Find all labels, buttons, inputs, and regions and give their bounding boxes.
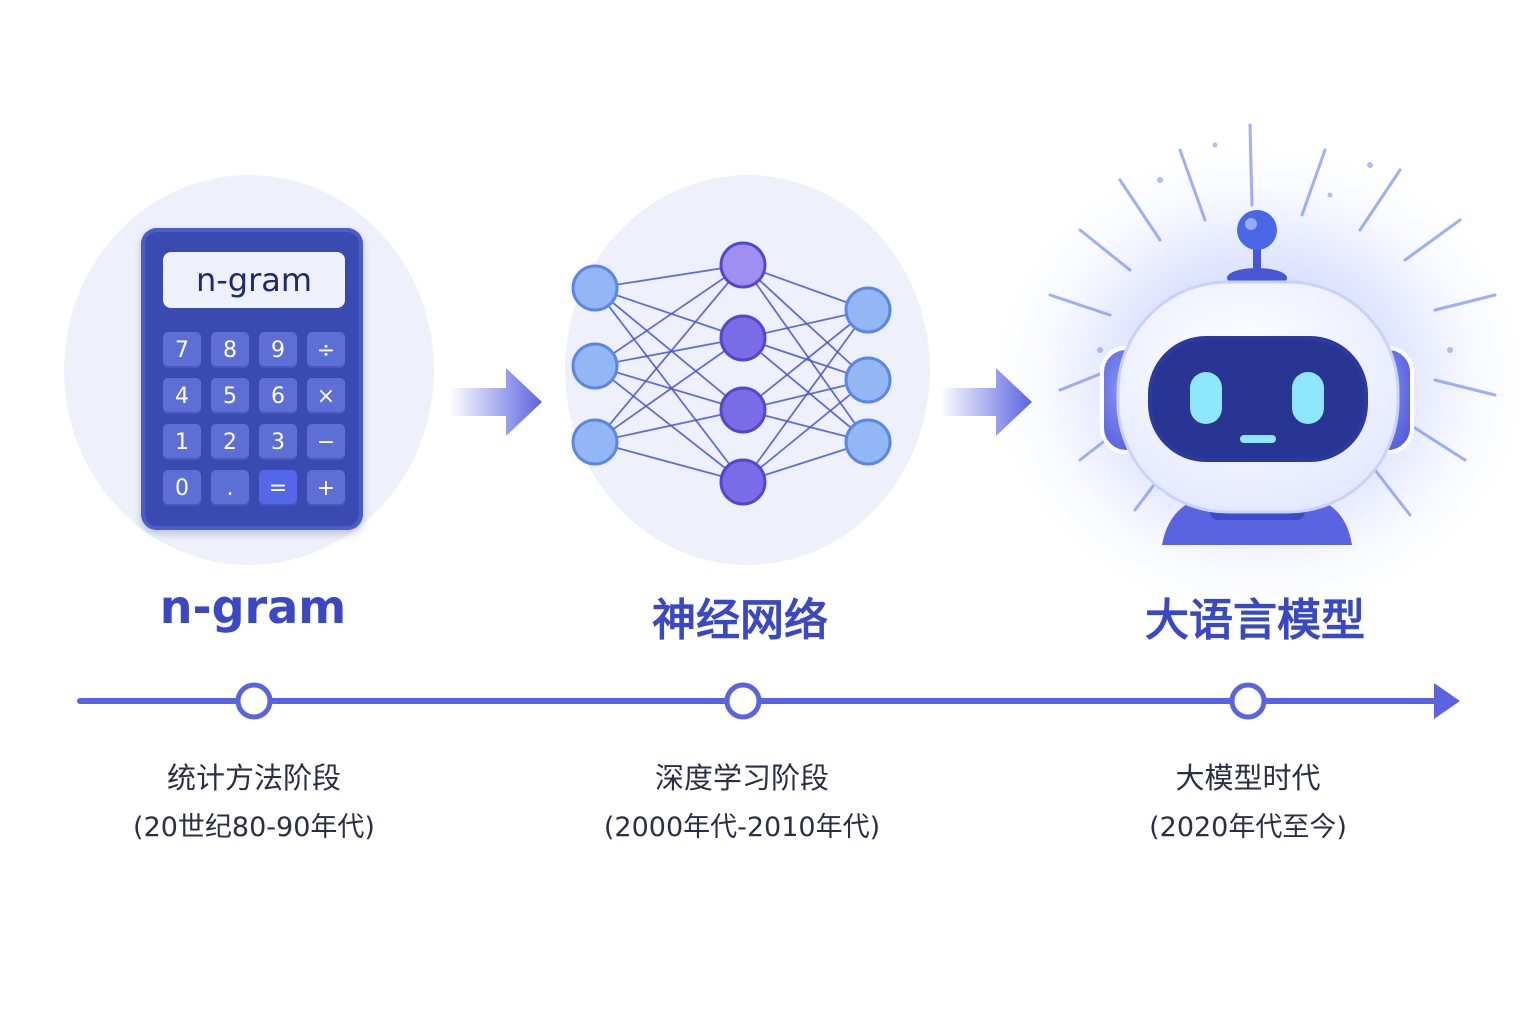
calculator-key: = bbox=[259, 470, 297, 506]
stage-period-statistical: (20世纪80-90年代) bbox=[133, 812, 375, 843]
input-node bbox=[571, 264, 619, 312]
neural-network-icon bbox=[571, 241, 892, 506]
network-connection bbox=[742, 264, 869, 443]
calculator-key: 6 bbox=[259, 378, 297, 414]
network-connection bbox=[594, 287, 744, 483]
network-connection bbox=[742, 309, 869, 483]
arrow-right-icon bbox=[940, 368, 1032, 436]
network-connection bbox=[594, 337, 744, 443]
hidden-node bbox=[719, 386, 767, 434]
calculator-key: × bbox=[307, 378, 345, 414]
stage-title-ngram: n-gram bbox=[159, 580, 347, 634]
calculator-screen: n-gram bbox=[163, 252, 345, 308]
network-connection bbox=[594, 264, 744, 289]
network-connection bbox=[594, 264, 744, 367]
output-node bbox=[844, 286, 892, 334]
calculator-key: 4 bbox=[163, 378, 201, 414]
output-node bbox=[844, 356, 892, 404]
timeline-node-3 bbox=[1229, 682, 1267, 720]
network-connection bbox=[594, 264, 744, 443]
network-connection bbox=[594, 365, 744, 411]
input-node bbox=[571, 418, 619, 466]
output-node bbox=[844, 418, 892, 466]
network-connection bbox=[742, 264, 869, 381]
calculator-key: 1 bbox=[163, 424, 201, 460]
calculator-key: + bbox=[307, 470, 345, 506]
network-connection bbox=[594, 287, 744, 411]
hidden-node bbox=[719, 458, 767, 506]
network-connection bbox=[742, 379, 869, 483]
network-connection bbox=[594, 365, 744, 483]
network-connection bbox=[594, 409, 744, 443]
calculator-key: ÷ bbox=[307, 332, 345, 368]
timeline-node-2 bbox=[724, 682, 762, 720]
stage-period-deep-learning: (2000年代-2010年代) bbox=[603, 812, 881, 843]
calculator-key: . bbox=[211, 470, 249, 506]
timeline-node-1 bbox=[235, 682, 273, 720]
calculator-key: 9 bbox=[259, 332, 297, 368]
calculator-key: 7 bbox=[163, 332, 201, 368]
glow-rays bbox=[1048, 123, 1497, 517]
arrow-right-icon bbox=[450, 368, 542, 436]
stage-period-llm-era: (2020年代至今) bbox=[1149, 812, 1347, 843]
network-connection bbox=[742, 309, 869, 411]
calculator-key: 5 bbox=[211, 378, 249, 414]
network-connection bbox=[594, 287, 744, 339]
calculator-key: 2 bbox=[211, 424, 249, 460]
calculator-key: 0 bbox=[163, 470, 201, 506]
stage-label-deep-learning: 深度学习阶段 bbox=[654, 761, 829, 795]
hidden-node bbox=[719, 241, 767, 289]
stage-title-neural-network: 神经网络 bbox=[652, 595, 828, 646]
calculator-key: 8 bbox=[211, 332, 249, 368]
calculator-key: − bbox=[307, 424, 345, 460]
timeline bbox=[77, 682, 1460, 720]
network-connection bbox=[594, 337, 744, 367]
input-node bbox=[571, 342, 619, 390]
network-connection bbox=[742, 337, 869, 443]
calculator-key: 3 bbox=[259, 424, 297, 460]
hidden-node bbox=[719, 314, 767, 362]
stage-title-llm: 大语言模型 bbox=[1145, 595, 1365, 646]
stage-label-llm-era: 大模型时代 bbox=[1175, 761, 1321, 795]
stage-label-statistical: 统计方法阶段 bbox=[166, 761, 341, 795]
robot-icon bbox=[1048, 123, 1497, 545]
network-connection bbox=[594, 441, 744, 483]
